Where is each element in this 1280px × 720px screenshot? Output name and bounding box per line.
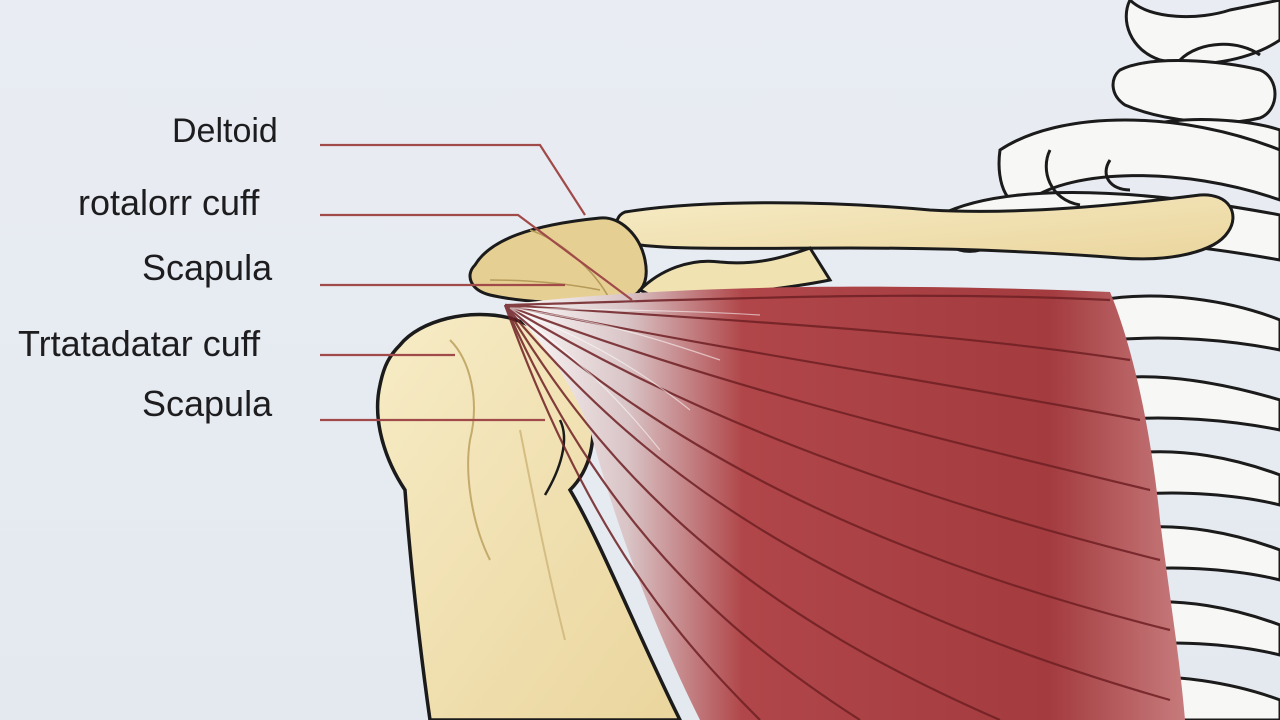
scapula	[468, 216, 833, 305]
leader-line-deltoid	[320, 143, 586, 216]
leader-line-rotator-cuff	[320, 213, 633, 301]
leader-lines	[320, 143, 633, 422]
clavicle	[615, 193, 1235, 261]
label-rotator-cuff: rotalorr cuff	[78, 182, 260, 223]
label-deltoid: Deltoid	[172, 112, 278, 150]
label-scapula-lower: Scapula	[142, 383, 273, 424]
muscle-fan	[503, 286, 1185, 720]
label-tratadatar-cuff: Trtatadatar cuff	[18, 323, 261, 364]
label-scapula-upper: Scapula	[142, 247, 273, 288]
